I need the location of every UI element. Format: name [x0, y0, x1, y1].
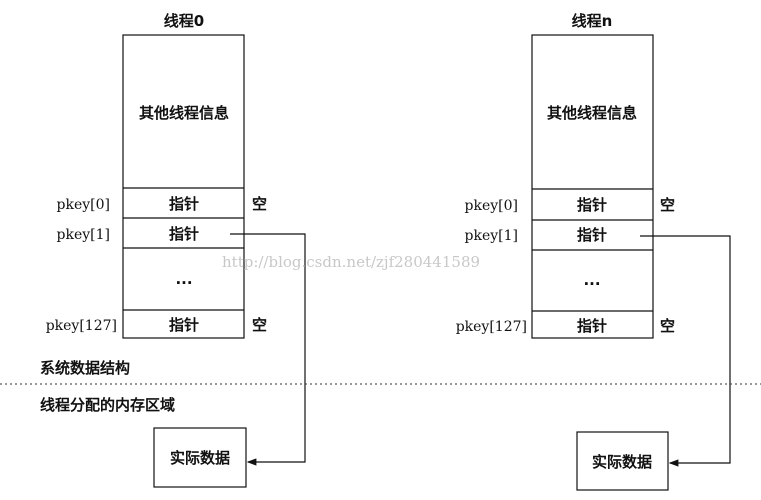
pkey-label: pkey[1]	[57, 227, 110, 243]
thread-n-data-label: 实际数据	[592, 453, 652, 471]
ellipsis-cell: ···	[175, 274, 192, 292]
pointer-cell: 指针	[577, 317, 607, 335]
thread-n-box	[531, 34, 654, 339]
region-upper-label: 系统数据结构	[40, 359, 130, 377]
pointer-cell: 指针	[577, 226, 607, 244]
watermark: http://blog.csdn.net/zjf280441589	[222, 253, 480, 271]
thread-n: 线程n 其他线程信息 pkey[0] 指针 空 pkey[1] 指针 ··· p…	[456, 12, 731, 491]
null-note: 空	[660, 317, 675, 335]
pointer-cell: 指针	[169, 316, 199, 334]
pkey-label: pkey[0]	[465, 198, 518, 214]
thread-n-data-box	[576, 431, 669, 491]
thread-0-title: 线程0	[164, 12, 204, 30]
thread-0-data-label: 实际数据	[170, 449, 230, 467]
thread-n-other-info: 其他线程信息	[547, 104, 637, 122]
thread-n-title: 线程n	[572, 12, 613, 30]
pointer-cell: 指针	[169, 225, 199, 243]
null-note: 空	[252, 316, 267, 334]
thread-0-box	[122, 34, 245, 339]
pointer-cell: 指针	[577, 196, 607, 214]
thread-0: 线程0 其他线程信息 pkey[0] 指针 空 pkey[1] 指针 ··· p…	[46, 12, 306, 488]
pkey-label: pkey[127]	[456, 319, 527, 335]
thread-0-data-box	[153, 427, 247, 488]
thread-n-pointer-arrow	[640, 235, 731, 467]
pkey-label: pkey[1]	[465, 228, 518, 244]
region-lower-label: 线程分配的内存区域	[40, 396, 175, 414]
ellipsis-cell: ···	[583, 275, 600, 293]
pkey-label: pkey[127]	[46, 318, 117, 334]
thread-0-other-info: 其他线程信息	[139, 104, 229, 122]
thread-0-pointer-arrow	[230, 233, 306, 466]
pkey-label: pkey[0]	[57, 197, 110, 213]
pointer-cell: 指针	[169, 195, 199, 213]
null-note: 空	[252, 195, 267, 213]
null-note: 空	[660, 196, 675, 214]
